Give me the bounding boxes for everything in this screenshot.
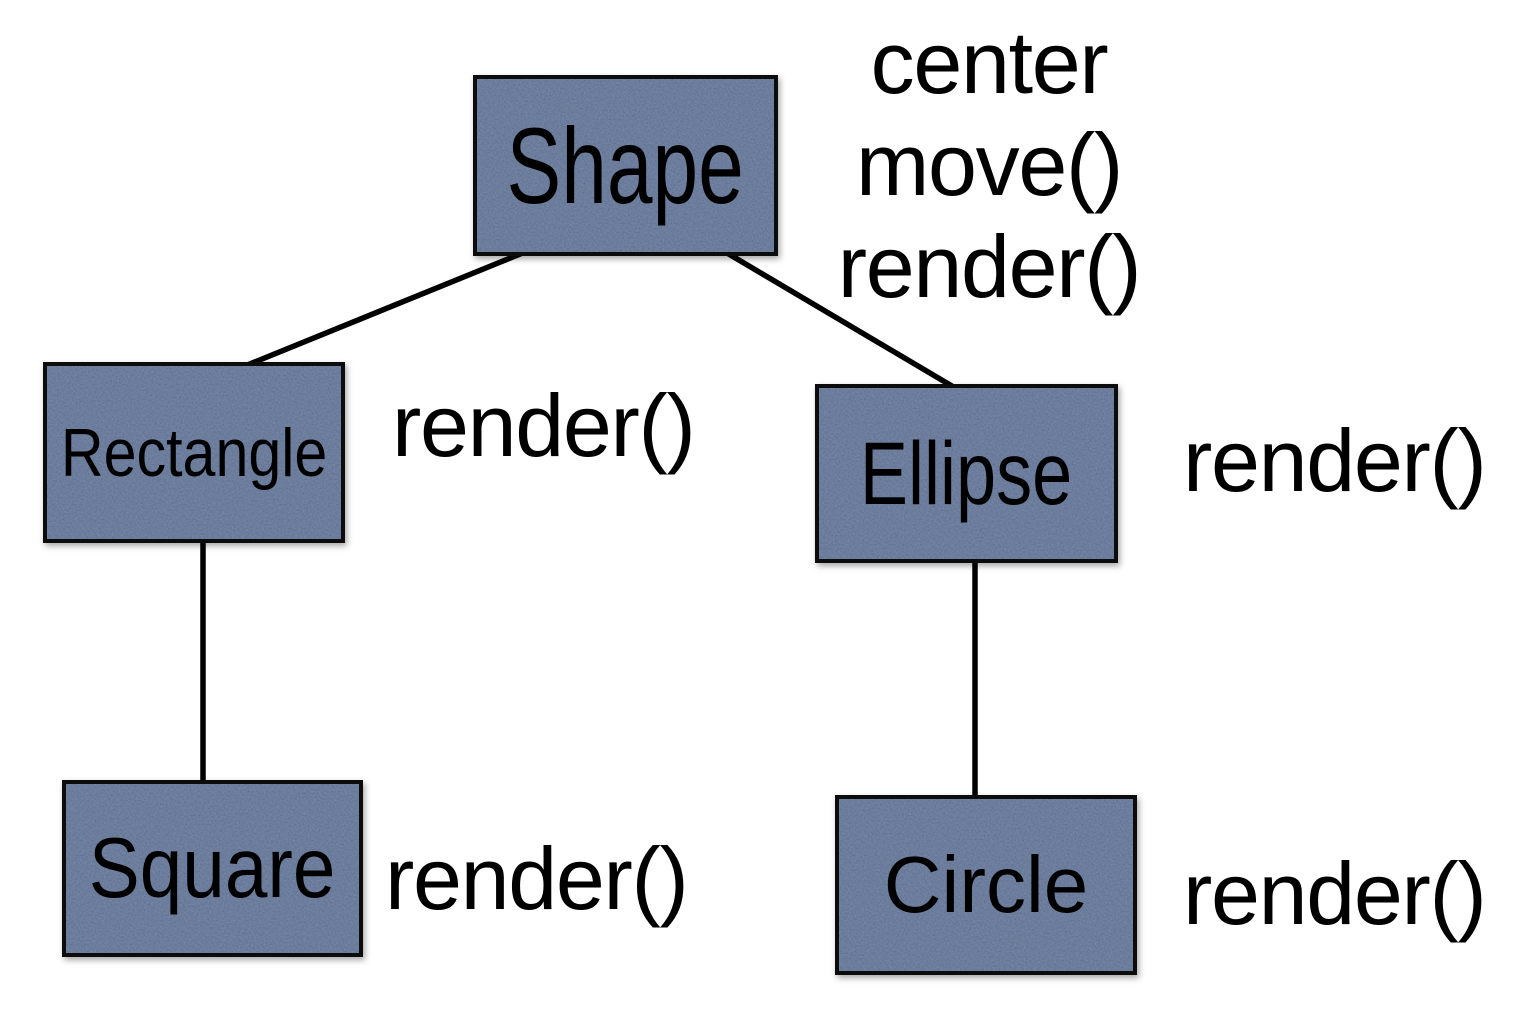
- circle-member-render: render(): [1183, 844, 1487, 943]
- shape-member-render: render(): [837, 217, 1142, 316]
- node-rectangle-label: Rectangle: [60, 414, 328, 491]
- node-ellipse-label: Ellipse: [860, 423, 1073, 523]
- node-square: Square: [62, 780, 363, 957]
- node-rectangle: Rectangle: [43, 362, 345, 543]
- node-shape: Shape: [473, 75, 778, 256]
- shape-member-list: center move() render(): [789, 12, 1189, 318]
- node-shape-label: Shape: [506, 104, 745, 226]
- node-circle-label: Circle: [883, 840, 1089, 929]
- ellipse-member-render: render(): [1183, 411, 1487, 510]
- node-ellipse: Ellipse: [815, 384, 1118, 563]
- node-square-label: Square: [89, 821, 336, 916]
- square-member-render: render(): [385, 829, 689, 928]
- edge-shape-rectangle: [237, 247, 533, 371]
- shape-member-center: center: [870, 13, 1109, 112]
- rectangle-member-render: render(): [392, 376, 696, 475]
- edge-shape-ellipse: [719, 247, 965, 395]
- shape-member-move: move(): [856, 115, 1123, 214]
- node-circle: Circle: [835, 795, 1137, 975]
